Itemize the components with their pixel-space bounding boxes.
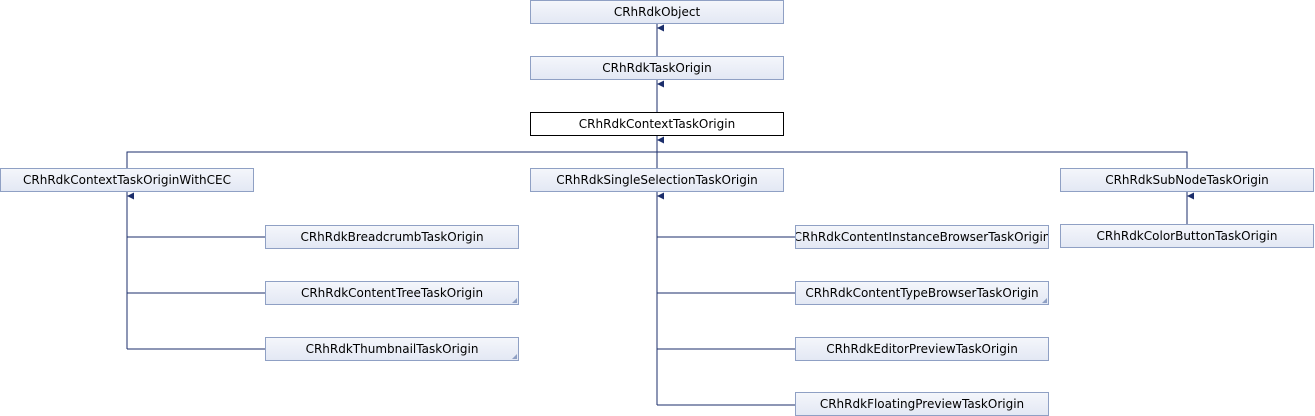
node-crhrdkfloatingpreviewtaskorigin[interactable]: CRhRdkFloatingPreviewTaskOrigin (795, 392, 1049, 416)
node-crhrdkcontentinstancebrowsertaskorigin[interactable]: CRhRdkContentInstanceBrowserTaskOrigin (795, 225, 1049, 249)
node-crhrdkcontenttreetaskorigin[interactable]: CRhRdkContentTreeTaskOrigin (265, 281, 519, 305)
node-label: CRhRdkContextTaskOrigin (578, 117, 736, 131)
fold-corner-icon (512, 298, 517, 303)
node-label: CRhRdkColorButtonTaskOrigin (1096, 229, 1278, 243)
node-crhrdkcontexttaskorigin-current: CRhRdkContextTaskOrigin (530, 112, 784, 136)
node-label: CRhRdkContentInstanceBrowserTaskOrigin (795, 230, 1049, 244)
node-label: CRhRdkEditorPreviewTaskOrigin (826, 342, 1018, 356)
fold-corner-icon (512, 354, 517, 359)
node-crhrdkeditorpreviewtaskorigin[interactable]: CRhRdkEditorPreviewTaskOrigin (795, 337, 1049, 361)
node-crhrdksingleselectiontaskorigin[interactable]: CRhRdkSingleSelectionTaskOrigin (530, 168, 784, 192)
node-label: CRhRdkSubNodeTaskOrigin (1105, 173, 1269, 187)
node-crhrdkcolorbuttontaskorigin[interactable]: CRhRdkColorButtonTaskOrigin (1060, 224, 1314, 248)
edge-cec-to-context (126, 151, 657, 168)
node-label: CRhRdkContextTaskOriginWithCEC (23, 173, 231, 187)
node-label: CRhRdkFloatingPreviewTaskOrigin (819, 397, 1025, 411)
edge-subnode-to-context (657, 151, 1188, 168)
node-crhrdkbreadcrumbtaskorigin[interactable]: CRhRdkBreadcrumbTaskOrigin (265, 225, 519, 249)
node-label: CRhRdkObject (613, 5, 701, 19)
node-label: CRhRdkBreadcrumbTaskOrigin (300, 230, 484, 244)
fold-corner-icon (1042, 298, 1047, 303)
node-crhrdkcontexttaskoriginwithcec[interactable]: CRhRdkContextTaskOriginWithCEC (0, 168, 254, 192)
node-crhrdktaskorigin[interactable]: CRhRdkTaskOrigin (530, 56, 784, 80)
node-crhrdkthumbnailtaskorigin[interactable]: CRhRdkThumbnailTaskOrigin (265, 337, 519, 361)
node-label: CRhRdkSingleSelectionTaskOrigin (556, 173, 758, 187)
node-crhrdkobject[interactable]: CRhRdkObject (530, 0, 784, 24)
node-crhrdkcontenttypebrowsertaskorigin[interactable]: CRhRdkContentTypeBrowserTaskOrigin (795, 281, 1049, 305)
node-label: CRhRdkTaskOrigin (602, 61, 712, 75)
node-label: CRhRdkThumbnailTaskOrigin (305, 342, 479, 356)
node-label: CRhRdkContentTreeTaskOrigin (300, 286, 484, 300)
node-label: CRhRdkContentTypeBrowserTaskOrigin (805, 286, 1039, 300)
node-crhrdksubnodetaskorigin[interactable]: CRhRdkSubNodeTaskOrigin (1060, 168, 1314, 192)
